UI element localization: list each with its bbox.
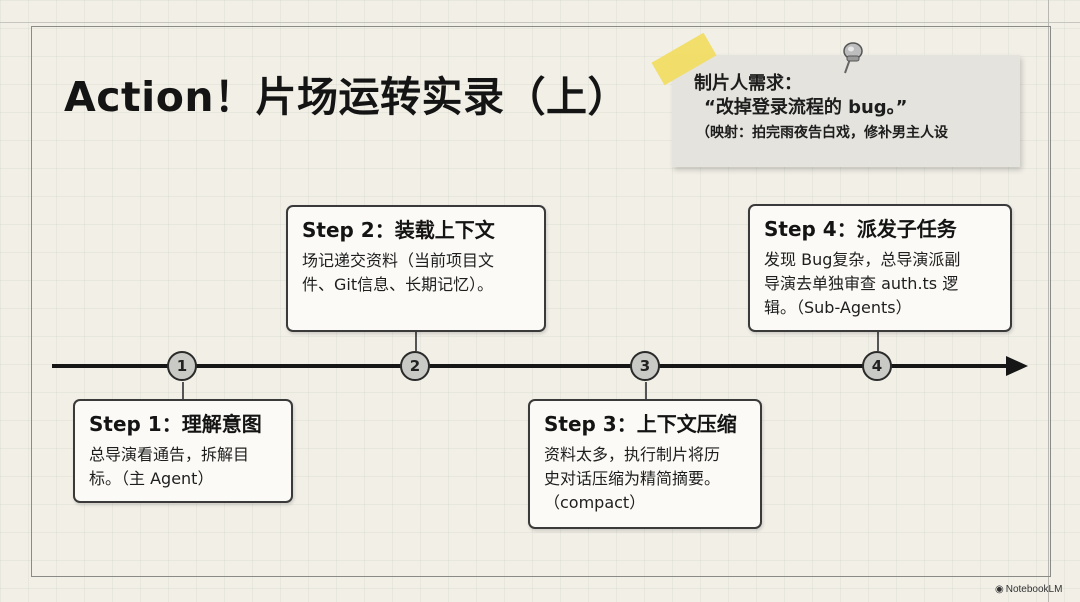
step-3-card: Step 3：上下文压缩 资料太多，执行制片将历 史对话压缩为精简摘要。 （co… bbox=[528, 399, 762, 529]
step-3-body-line: （compact） bbox=[544, 491, 760, 515]
note-line-2: “改掉登录流程的 bug。” bbox=[694, 96, 1020, 120]
step-4-body-line: 发现 Bug复杂，总导演派副 bbox=[764, 248, 1010, 272]
step-4-card: Step 4：派发子任务 发现 Bug复杂，总导演派副 导演去单独审查 auth… bbox=[748, 204, 1012, 332]
slide-title: Action！片场运转实录（上） bbox=[64, 63, 629, 123]
step-3-title: Step 3：上下文压缩 bbox=[544, 411, 760, 437]
step-2-body-line: 件、Git信息、长期记忆）。 bbox=[302, 273, 544, 297]
timeline-arrowhead bbox=[1006, 356, 1028, 376]
step-4-body: 发现 Bug复杂，总导演派副 导演去单独审查 auth.ts 逻 辑。（Sub-… bbox=[764, 248, 1010, 320]
timeline-node-1: 1 bbox=[167, 351, 197, 381]
frame-top-line bbox=[0, 22, 1080, 23]
connector-1 bbox=[182, 382, 184, 400]
note-line-1: 制片人需求： bbox=[694, 72, 1020, 96]
timeline-node-2: 2 bbox=[400, 351, 430, 381]
notebooklm-brand: ◉NotebookLM bbox=[995, 584, 1062, 595]
step-4-body-line: 导演去单独审查 auth.ts 逻 bbox=[764, 272, 1010, 296]
step-1-title: Step 1：理解意图 bbox=[89, 411, 291, 437]
step-2-body-line: 场记递交资料（当前项目文 bbox=[302, 249, 544, 273]
note-line-3: （映射：拍完雨夜告白戏，修补男主人设 bbox=[694, 120, 1020, 146]
step-3-body-line: 史对话压缩为精简摘要。 bbox=[544, 467, 760, 491]
connector-2 bbox=[415, 331, 417, 351]
step-1-body-line: 总导演看通告，拆解目 bbox=[89, 443, 291, 467]
step-2-title: Step 2：装载上下文 bbox=[302, 217, 544, 243]
step-4-title: Step 4：派发子任务 bbox=[764, 216, 1010, 242]
timeline-node-3: 3 bbox=[630, 351, 660, 381]
brand-label: NotebookLM bbox=[1006, 584, 1063, 595]
notebooklm-logo-icon: ◉ bbox=[995, 584, 1004, 595]
step-4-body-line: 辑。（Sub-Agents） bbox=[764, 296, 1010, 320]
step-1-body-line: 标。（主 Agent） bbox=[89, 467, 291, 491]
step-2-body: 场记递交资料（当前项目文 件、Git信息、长期记忆）。 bbox=[302, 249, 544, 297]
connector-3 bbox=[645, 382, 647, 400]
step-1-body: 总导演看通告，拆解目 标。（主 Agent） bbox=[89, 443, 291, 491]
connector-4 bbox=[877, 331, 879, 351]
pushpin-icon bbox=[838, 41, 868, 75]
step-3-body-line: 资料太多，执行制片将历 bbox=[544, 443, 760, 467]
step-1-card: Step 1：理解意图 总导演看通告，拆解目 标。（主 Agent） bbox=[73, 399, 293, 503]
timeline-node-4: 4 bbox=[862, 351, 892, 381]
step-3-body: 资料太多，执行制片将历 史对话压缩为精简摘要。 （compact） bbox=[544, 443, 760, 515]
step-2-card: Step 2：装载上下文 场记递交资料（当前项目文 件、Git信息、长期记忆）。 bbox=[286, 205, 546, 332]
